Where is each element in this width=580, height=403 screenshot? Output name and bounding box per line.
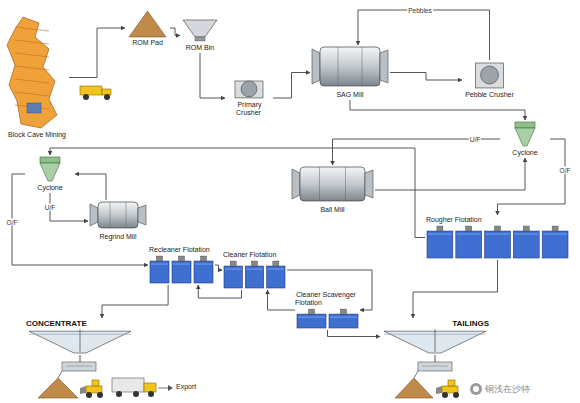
equipment-icon [224,261,285,288]
flow-line [328,330,381,337]
flow-line [200,53,225,98]
flow-line [287,270,372,310]
equipment-icon [476,63,504,88]
unit-label: Cleaner Flotation [222,251,277,258]
flow-line [50,148,425,238]
cyclone: Cyclone [500,120,550,158]
unit-label: Regrind Mill [99,233,138,240]
flow-line [498,139,566,215]
unit-label: ROM Bin [185,44,215,51]
unit-label: Pebble Crusher [464,91,515,98]
ball-mill: Ball Mill [290,165,375,215]
unit-label: Recleaner Flotation [148,246,211,253]
thickener: TAILINGS [380,318,490,355]
tailings-pile [395,378,433,398]
stream-label: U/F [469,136,481,143]
cyclone: Cyclone [25,155,75,193]
equipment-icon [129,11,166,37]
equipment-icon [7,17,57,128]
crusher: Primary Crusher [225,78,273,118]
flow-line [390,73,462,81]
loader [80,380,103,398]
equipment-icon [29,329,131,353]
unit-label: Block Cave Mining [7,131,67,138]
product-label: CONCENTRATE [25,319,88,328]
tailings-filter [414,355,452,378]
flow-line [333,139,501,165]
unit-label: Cyclone [36,184,63,191]
equipment-icon [150,256,213,283]
equipment-icon [427,226,568,258]
flow-line [170,28,180,36]
stream-label: Pebbles [407,7,433,14]
concentrate-pile [38,378,78,398]
flotation-bank: Recleaner Flotation [148,245,215,285]
equipment-icon [183,20,217,41]
flow-line [102,285,168,318]
unit-label: Ball Mill [319,206,345,213]
mining-area: Block Cave Mining [5,15,69,140]
crusher: Pebble Crusher [462,60,517,100]
equipment-icon [40,157,60,181]
stream-label: O/F [559,167,572,174]
equipment-icon [297,309,358,328]
flow-line [75,174,106,200]
flow-line [69,28,125,78]
road-truck [112,378,173,397]
unit-label: Cyclone [511,149,538,156]
equipment-icon [384,329,486,353]
regrind-mill: Regrind Mill [88,200,148,242]
flotation-bank: Cleaner Flotation [222,250,287,290]
mining-area-symbol [5,15,69,140]
equipment-icon [235,81,263,98]
unit-label: Cleaner Scavenger Flotation [295,291,356,306]
sag-mill: SAG Mill [310,45,390,100]
equipment-icon [90,202,146,228]
unit-label: Primary Crusher [236,101,262,116]
watermark: 铜浅在沙特 [485,383,530,396]
flow-line [413,260,498,318]
haul-truck [80,86,111,100]
equipment-icon [292,167,373,201]
flow-line [215,265,222,270]
loader [436,380,459,398]
unit-label: SAG Mill [335,91,364,98]
unit-label: Rougher Flotation [425,216,483,223]
equipment-icon [515,122,535,146]
stream-label: U/F [44,204,56,211]
destination-label: Export [176,383,196,390]
watermark-icon [470,383,482,395]
stockpile: ROM Pad [125,8,170,48]
flow-line [12,174,148,265]
equipment-icon [312,47,388,86]
flow-line [350,100,525,120]
bin: ROM Bin [180,18,220,53]
flow-line [273,73,310,99]
flow-line [268,290,296,310]
thickener: CONCENTRATE [25,318,135,355]
concentrate-filter [58,355,96,378]
flotation-bank: Cleaner Scavenger Flotation [295,290,360,330]
unit-label: ROM Pad [131,39,164,46]
stream-label: O/F [6,219,19,226]
flotation-bank: Rougher Flotation [425,215,570,260]
product-label: TAILINGS [451,319,490,328]
flow-line [375,158,525,190]
